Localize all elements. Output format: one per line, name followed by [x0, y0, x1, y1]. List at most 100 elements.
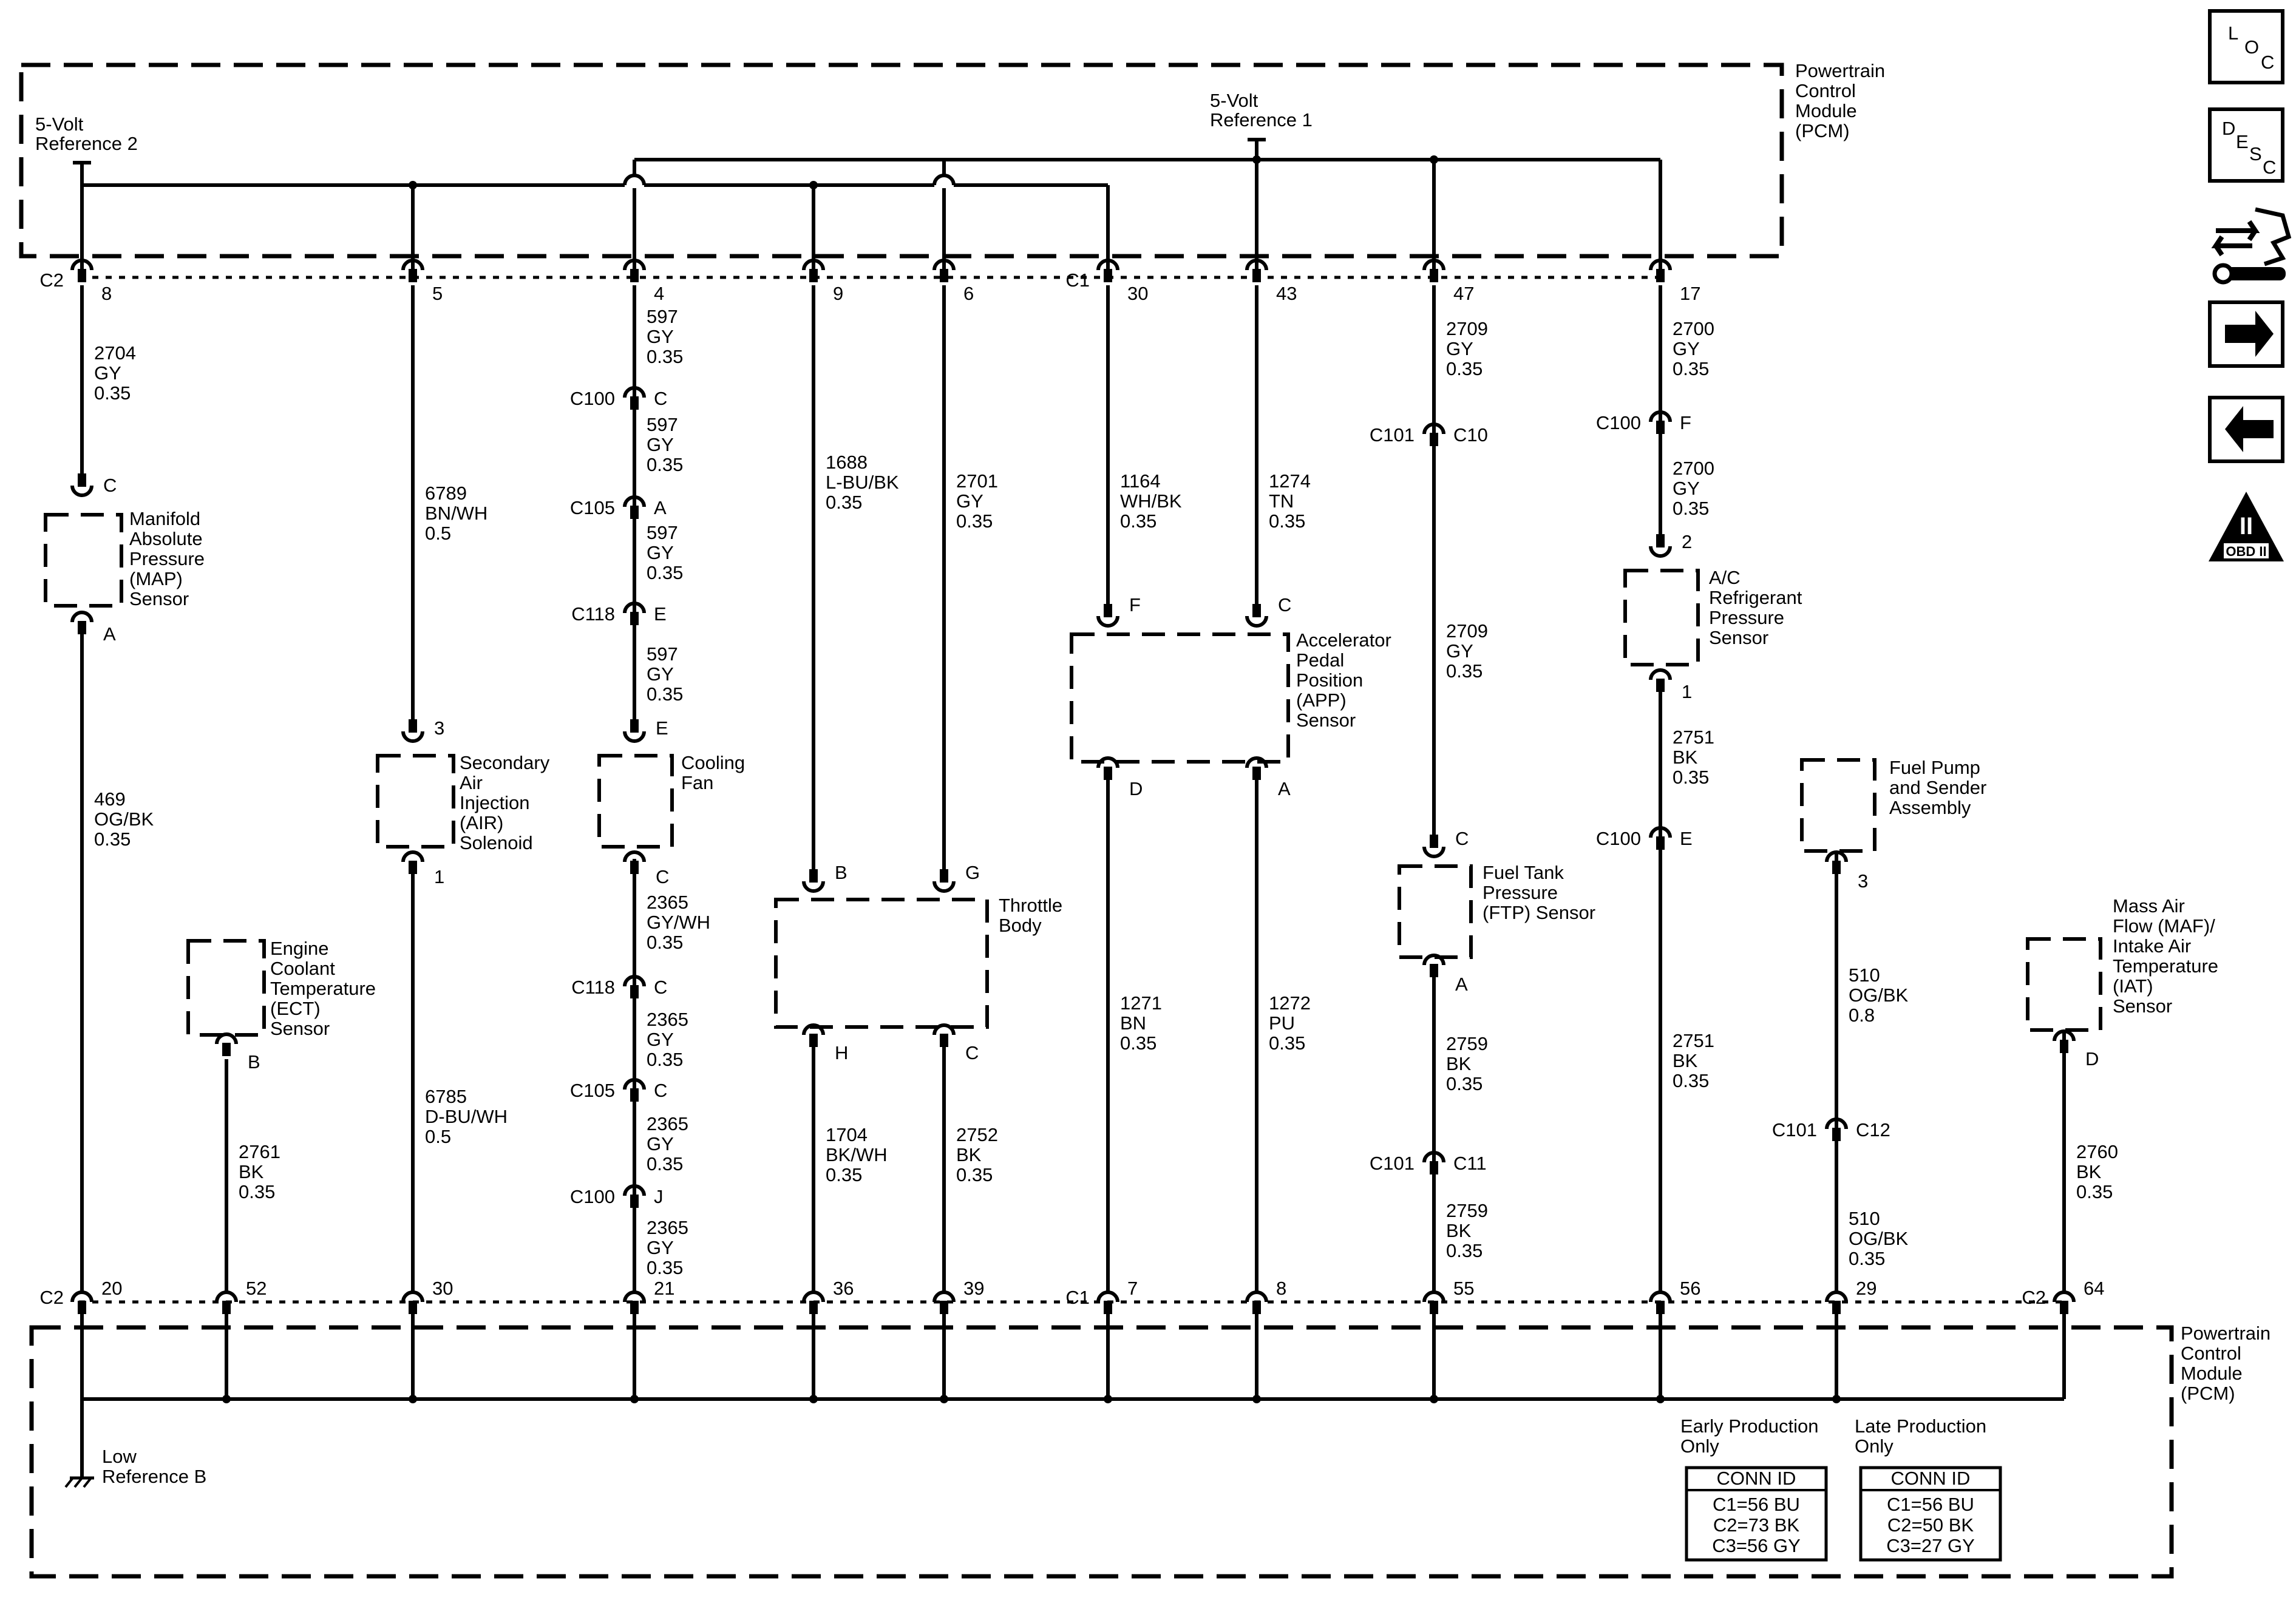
wire-label: BK: [1446, 1220, 1472, 1241]
air-solenoid-label: (AIR): [460, 812, 503, 833]
terminal-cup: [2053, 1029, 2076, 1042]
ac-pressure-sensor-label: Sensor: [1709, 627, 1768, 648]
wire-label: 0.35: [1446, 1240, 1483, 1261]
pin-letter: A: [1455, 974, 1468, 995]
pcm-bottom-terminal: [802, 1290, 825, 1314]
desc-letter: S: [2249, 143, 2262, 164]
terminal-cup: [932, 259, 956, 271]
pcm-bottom-label: (PCM): [2181, 1383, 2235, 1404]
splice-dot: [809, 181, 818, 189]
terminal-pin: [1430, 1161, 1438, 1174]
wire-label: 597: [647, 643, 678, 665]
terminal-cup: [1825, 1117, 1848, 1130]
terminal-pin: [809, 1034, 818, 1047]
pin-number: 6: [963, 283, 974, 304]
conn-id-row: C1=56 BU: [1713, 1494, 1800, 1515]
inline-connector-pin: C10: [1453, 424, 1488, 446]
plug-part: [2255, 207, 2292, 266]
splice-dot: [630, 1395, 639, 1403]
inline-connector-name: C100: [570, 1186, 615, 1207]
wire-crossing: [623, 174, 646, 186]
wire-label: BN/WH: [425, 503, 487, 524]
throttle-terminal: [932, 869, 956, 893]
terminal-pin: [630, 506, 639, 519]
wire-label: 0.35: [826, 1164, 862, 1185]
splice-dot: [1832, 1395, 1841, 1403]
connector-id: C1: [1065, 269, 1090, 291]
terminal-cup: [1096, 259, 1119, 271]
terminal-pin: [630, 1088, 639, 1102]
terminal-pin: [1104, 269, 1112, 282]
desc-icon[interactable]: [2208, 107, 2284, 183]
wire-label: GY: [1673, 338, 1700, 359]
inline-connector: [623, 975, 646, 998]
pcm-bottom-terminal: [1422, 1290, 1445, 1314]
ref2-label: 5-Volt: [35, 114, 84, 135]
wire-label: BK: [239, 1161, 264, 1182]
conn-id-row: C1=56 BU: [1887, 1494, 1974, 1515]
wire-label: GY: [1673, 478, 1700, 499]
wire-label: BK: [1673, 1050, 1698, 1071]
terminal-pin: [222, 1043, 231, 1056]
inline-connector: [1422, 1151, 1445, 1174]
wire-label: 0.35: [956, 510, 993, 532]
wire-label: 6789: [425, 483, 467, 504]
ftp-sensor-label: Fuel Tank: [1483, 862, 1564, 883]
wire-label: 597: [647, 306, 678, 327]
pcm-top-terminal: [623, 259, 646, 282]
wire-label: 2365: [647, 1009, 688, 1030]
wire-label: L-BU/BK: [826, 472, 899, 493]
pcm-bottom-terminal: [932, 1290, 956, 1314]
splice-dot: [940, 1395, 948, 1403]
pin-letter: B: [835, 862, 847, 883]
fuel-pump-assembly-label: Assembly: [1889, 797, 1971, 818]
wire-label: OG/BK: [1849, 985, 1909, 1006]
terminal-pin: [1104, 767, 1112, 780]
conn-id-row: C3=27 GY: [1886, 1535, 1975, 1556]
wire-label: 0.35: [1673, 767, 1709, 788]
terminal-cup: [401, 850, 424, 863]
pcm-top-label: (PCM): [1795, 120, 1850, 141]
wire-label: 2761: [239, 1141, 280, 1162]
terminal-cup: [623, 975, 646, 987]
inline-connector: [623, 386, 646, 410]
conn-id-row: C2=73 BK: [1713, 1514, 1800, 1536]
splice-dot: [1252, 155, 1261, 164]
pin-number: 56: [1680, 1278, 1700, 1299]
terminal-cup: [623, 1078, 646, 1090]
app-sensor-label: Sensor: [1296, 710, 1356, 731]
terminal-pin: [809, 1301, 818, 1314]
fuel-pump-assembly-label: Fuel Pump: [1889, 757, 1980, 778]
desc-letter: C: [2263, 157, 2276, 178]
terminal-pin: [1656, 836, 1665, 850]
throttle-terminal: [802, 1023, 825, 1047]
ftp-sensor-label: Pressure: [1483, 882, 1558, 903]
wire-label: 0.35: [94, 382, 131, 404]
pin-letter: C: [656, 866, 669, 887]
pin-number: 8: [1276, 1278, 1286, 1299]
wire-label: 0.35: [647, 932, 683, 953]
pcm-bottom-terminal: [1245, 1290, 1268, 1314]
wire-label: OG/BK: [1849, 1228, 1909, 1249]
ac-pressure-sensor-label: Refrigerant: [1709, 587, 1802, 608]
inline-connector: [1825, 1117, 1848, 1141]
map-sensor-label: Sensor: [129, 588, 189, 609]
map-terminal-a: [70, 611, 93, 634]
pin-letter: C: [1455, 828, 1469, 849]
wire-label: 510: [1849, 964, 1880, 986]
terminal-pin: [1832, 1301, 1841, 1314]
throttle-terminal: [802, 869, 825, 893]
terminal-pin: [809, 269, 818, 282]
terminal-pin: [1430, 1301, 1438, 1314]
inline-connector: [1422, 422, 1445, 446]
terminal-pin: [630, 396, 639, 410]
ect-sensor-label: (ECT): [270, 998, 321, 1019]
wire-label: 2759: [1446, 1200, 1488, 1221]
terminal-cup: [932, 881, 956, 893]
connector-tool-icon[interactable]: [2211, 207, 2292, 285]
loc-icon[interactable]: [2208, 9, 2284, 84]
terminal-pin: [1656, 534, 1665, 547]
map-sensor-label: Pressure: [129, 548, 205, 569]
maf-iat-sensor-label: (IAT): [2113, 975, 2153, 997]
app-terminal: [1245, 756, 1268, 780]
